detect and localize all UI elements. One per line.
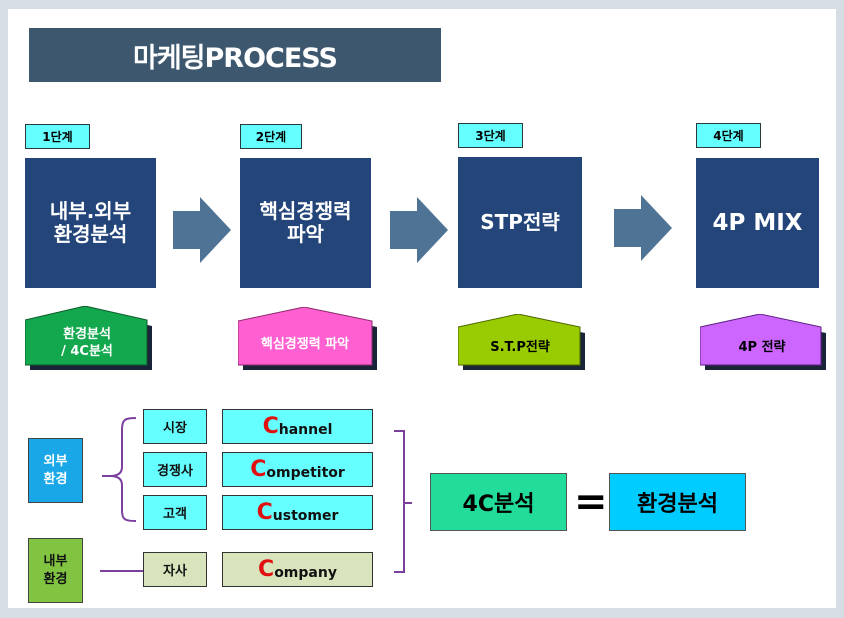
page-title: 마케팅PROCESS <box>29 28 441 82</box>
category-box: 경쟁사 <box>143 452 207 487</box>
stage-box-1: 내부.외부 환경분석 <box>25 158 156 288</box>
arrow-right-icon <box>173 197 231 263</box>
c-rest: ustomer <box>272 508 339 524</box>
step-tag-2: 2단계 <box>240 124 302 149</box>
category-box: 시장 <box>143 409 207 444</box>
stage-output-label: 핵심경쟁력 파악 <box>260 336 350 352</box>
c-rest: ompetitor <box>266 465 345 481</box>
c-initial: C <box>250 457 267 482</box>
arrow-right-icon <box>390 197 448 263</box>
4c-analysis-box: 4C분석 <box>430 473 567 531</box>
c-initial: C <box>262 414 279 439</box>
stage-output-label: S.T.P전략 <box>490 339 550 355</box>
step-tag-4: 4단계 <box>696 123 761 148</box>
right-brace-connector <box>394 430 412 573</box>
external-environment-box: 외부 환경 <box>28 438 83 503</box>
arrow-right-icon <box>614 195 672 261</box>
stage-output-4: 4P 전략 <box>700 314 830 378</box>
equals-sign: = <box>574 479 608 525</box>
stage-output-2: 핵심경쟁력 파악 <box>238 307 377 371</box>
c-initial: C <box>256 500 273 525</box>
stage-box-3: STP전략 <box>458 157 582 288</box>
stage-output-3: S.T.P전략 <box>458 314 588 378</box>
stage-box-4: 4P MIX <box>696 158 819 288</box>
step-tag-3: 3단계 <box>458 123 523 148</box>
category-box: 고객 <box>143 495 207 530</box>
stage-output-label: 4P 전략 <box>738 339 786 355</box>
step-tag-1: 1단계 <box>25 124 90 149</box>
category-box: 자사 <box>143 552 207 587</box>
stage-output-label: 환경분석 / 4C분석 <box>61 327 113 359</box>
internal-environment-box: 내부 환경 <box>28 538 83 603</box>
c-rest: hannel <box>278 422 333 438</box>
stage-output-1: 환경분석 / 4C분석 <box>25 306 155 370</box>
left-brace-connector <box>100 417 144 572</box>
c-initial: C <box>258 557 275 582</box>
environment-analysis-box: 환경분석 <box>609 473 746 531</box>
stage-box-2: 핵심경쟁력 파악 <box>240 158 371 288</box>
c-rest: ompany <box>274 565 337 581</box>
